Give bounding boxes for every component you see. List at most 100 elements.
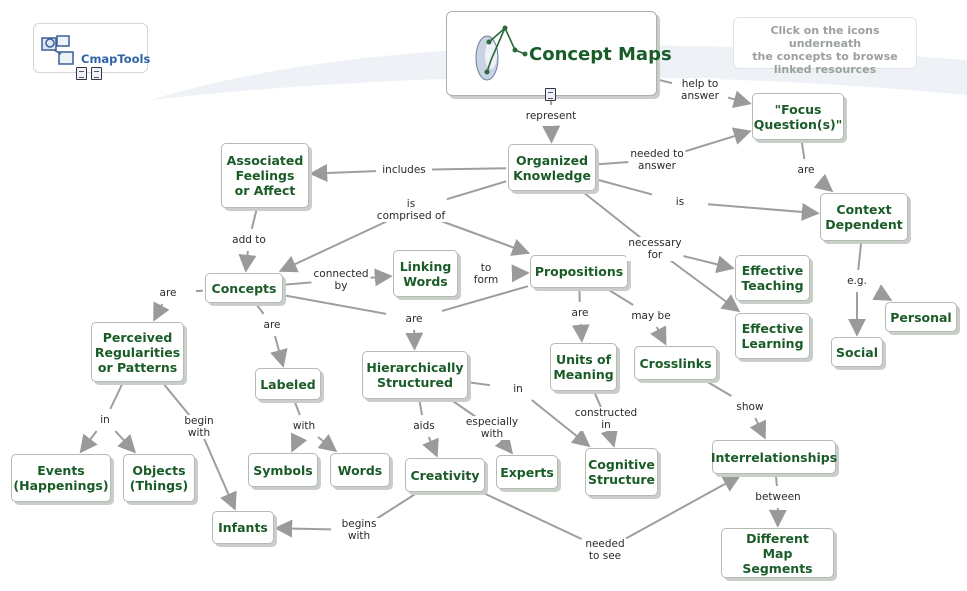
link-with-to-words bbox=[317, 433, 338, 453]
link-organized-knowledge-to-is-context bbox=[597, 178, 653, 196]
link-in-cognitive-to-cognitive-structure bbox=[531, 399, 591, 448]
page-title: Concept Maps bbox=[529, 44, 672, 65]
linking-phrase-with: with bbox=[290, 420, 318, 432]
link-creativity-to-needed-to-see bbox=[485, 493, 582, 540]
link-are-units-to-units-of-meaning bbox=[571, 323, 590, 343]
linking-phrase-in-events: in bbox=[98, 414, 112, 426]
cmap-icon[interactable] bbox=[91, 67, 102, 80]
link-concepts-to-are-labeled bbox=[256, 304, 265, 315]
link-associated-feelings-to-add-to bbox=[250, 209, 258, 230]
cmaptools-logo: CmapTools bbox=[33, 23, 151, 80]
link-necessary-for-to-effective-teaching bbox=[682, 254, 735, 274]
link-is-comprised-of-to-propositions bbox=[438, 219, 531, 256]
link-concepts-to-connected-by bbox=[284, 281, 314, 286]
link-organized-knowledge-to-is-comprised-of bbox=[438, 180, 507, 203]
link-needed-to-see-to-interrelationships bbox=[624, 475, 742, 540]
title-box: Concept Maps bbox=[446, 11, 672, 96]
link-in-events-to-objects bbox=[114, 430, 137, 454]
link-begins-with-to-infants bbox=[274, 519, 332, 538]
concept-experts[interactable]: Experts bbox=[496, 455, 558, 489]
cmaptools-logo-icon bbox=[41, 35, 74, 65]
link-concepts-to-are-hier bbox=[284, 294, 387, 315]
link-in-events-to-events bbox=[79, 430, 98, 454]
concept-events[interactable]: Events (Happenings) bbox=[11, 454, 111, 502]
instruction-hint: Click on the icons underneath the concep… bbox=[733, 17, 917, 76]
concept-linking-words[interactable]: Linking Words bbox=[393, 250, 458, 297]
concept-social[interactable]: Social bbox=[831, 337, 883, 367]
concept-words[interactable]: Words bbox=[330, 453, 390, 487]
document-icon[interactable] bbox=[76, 67, 87, 80]
concept-labeled[interactable]: Labeled bbox=[255, 368, 321, 400]
concept-perceived-regularities[interactable]: Perceived Regularities or Patterns bbox=[91, 322, 184, 382]
concept-interrelationships[interactable]: Interrelationships bbox=[711, 440, 837, 474]
link-organized-knowledge-to-needed-to-answer bbox=[597, 161, 630, 166]
link-propositions-to-may-be bbox=[608, 289, 634, 306]
concept-different-map-segments[interactable]: Different Map Segments bbox=[721, 528, 834, 578]
linking-phrase-begin-with: begin with bbox=[182, 415, 216, 439]
link-may-be-to-crosslinks bbox=[650, 325, 667, 346]
link-help-to-answer-to-focus-questions bbox=[727, 90, 752, 108]
link-eg-to-personal bbox=[872, 284, 893, 301]
concept-symbols[interactable]: Symbols bbox=[248, 453, 318, 487]
link-are-labeled-to-labeled bbox=[270, 335, 288, 368]
link-includes-to-associated-feelings bbox=[309, 164, 377, 183]
linking-phrase-is-comprised-of: is comprised of bbox=[374, 198, 448, 222]
link-perceived-regularities-to-begin-with bbox=[162, 383, 191, 417]
linking-phrase-in-cognitive: in bbox=[511, 383, 525, 395]
linking-phrase-eg: e.g. bbox=[845, 275, 869, 287]
concept-crosslinks[interactable]: Crosslinks bbox=[634, 346, 717, 380]
concept-creativity[interactable]: Creativity bbox=[405, 458, 485, 492]
linking-phrase-includes: includes bbox=[380, 164, 428, 176]
resource-icon[interactable] bbox=[545, 88, 556, 101]
concept-units-of-meaning[interactable]: Units of Meaning bbox=[550, 343, 617, 391]
concept-associated-feelings[interactable]: Associated Feelings or Affect bbox=[221, 143, 309, 208]
link-organized-knowledge-to-necessary-for bbox=[583, 192, 642, 239]
linking-phrase-necessary-for: necessary for bbox=[626, 237, 684, 261]
link-labeled-to-with bbox=[293, 401, 301, 416]
link-hierarchically-structured-to-in-cognitive bbox=[469, 381, 491, 387]
linking-phrase-constructed-in: constructed in bbox=[572, 407, 640, 431]
link-creativity-to-begins-with bbox=[375, 493, 416, 520]
cmaptools-logo-text: CmapTools bbox=[81, 52, 151, 66]
link-especially-with-to-experts bbox=[494, 434, 514, 455]
link-hierarchically-structured-to-especially-with bbox=[452, 400, 477, 418]
link-crosslinks-to-show bbox=[707, 381, 732, 397]
link-context-dependent-to-eg bbox=[857, 242, 863, 271]
concept-concepts[interactable]: Concepts bbox=[205, 273, 283, 303]
concept-propositions[interactable]: Propositions bbox=[530, 255, 628, 288]
link-units-of-meaning-to-constructed-in bbox=[593, 392, 603, 409]
link-are-concepts-to-perceived-regularities bbox=[153, 301, 170, 322]
linking-phrase-represent: represent bbox=[523, 110, 579, 122]
linking-phrase-add-to: add to bbox=[230, 234, 268, 246]
concept-cognitive-structure[interactable]: Cognitive Structure bbox=[585, 448, 658, 496]
linking-phrase-to-form: to form bbox=[471, 262, 501, 286]
concept-context-dependent[interactable]: Context Dependent bbox=[820, 193, 908, 241]
link-organized-knowledge-to-includes bbox=[431, 167, 507, 171]
link-is-comprised-of-to-concepts bbox=[278, 220, 388, 273]
concept-effective-teaching[interactable]: Effective Teaching bbox=[735, 255, 810, 301]
link-hierarchically-structured-to-aids bbox=[418, 400, 424, 416]
concept-hierarchically-structured[interactable]: Hierarchically Structured bbox=[362, 351, 468, 399]
link-is-context-to-context-dependent bbox=[707, 202, 820, 221]
link-with-to-symbols bbox=[290, 432, 308, 453]
concept-focus-questions[interactable]: "Focus Question(s)" bbox=[752, 93, 844, 140]
concept-effective-learning[interactable]: Effective Learning bbox=[735, 313, 810, 359]
concept-organized-knowledge[interactable]: Organized Knowledge bbox=[508, 144, 596, 191]
linking-phrase-especially-with: especially with bbox=[463, 416, 521, 440]
link-show-to-interrelationships bbox=[749, 417, 766, 440]
linking-phrase-are-labeled: are bbox=[261, 319, 283, 331]
concept-objects[interactable]: Objects (Things) bbox=[123, 454, 195, 502]
link-perceived-regularities-to-in-events bbox=[109, 383, 124, 410]
concept-personal[interactable]: Personal bbox=[885, 302, 957, 332]
linking-phrase-needed-to-see: needed to see bbox=[583, 538, 627, 562]
linking-phrase-help-to-answer: help to answer bbox=[679, 78, 721, 102]
link-interrelationships-to-between bbox=[774, 475, 778, 487]
link-necessary-for-to-effective-learning bbox=[669, 259, 741, 313]
link-needed-to-answer-to-focus-questions bbox=[684, 127, 752, 153]
link-are-focus-to-context-dependent bbox=[813, 173, 834, 193]
link-title-to-help-to-answer bbox=[658, 78, 673, 85]
concept-infants[interactable]: Infants bbox=[212, 511, 274, 544]
link-focus-questions-to-are-focus bbox=[800, 141, 806, 160]
linking-phrase-begins-with: begins with bbox=[339, 518, 379, 542]
